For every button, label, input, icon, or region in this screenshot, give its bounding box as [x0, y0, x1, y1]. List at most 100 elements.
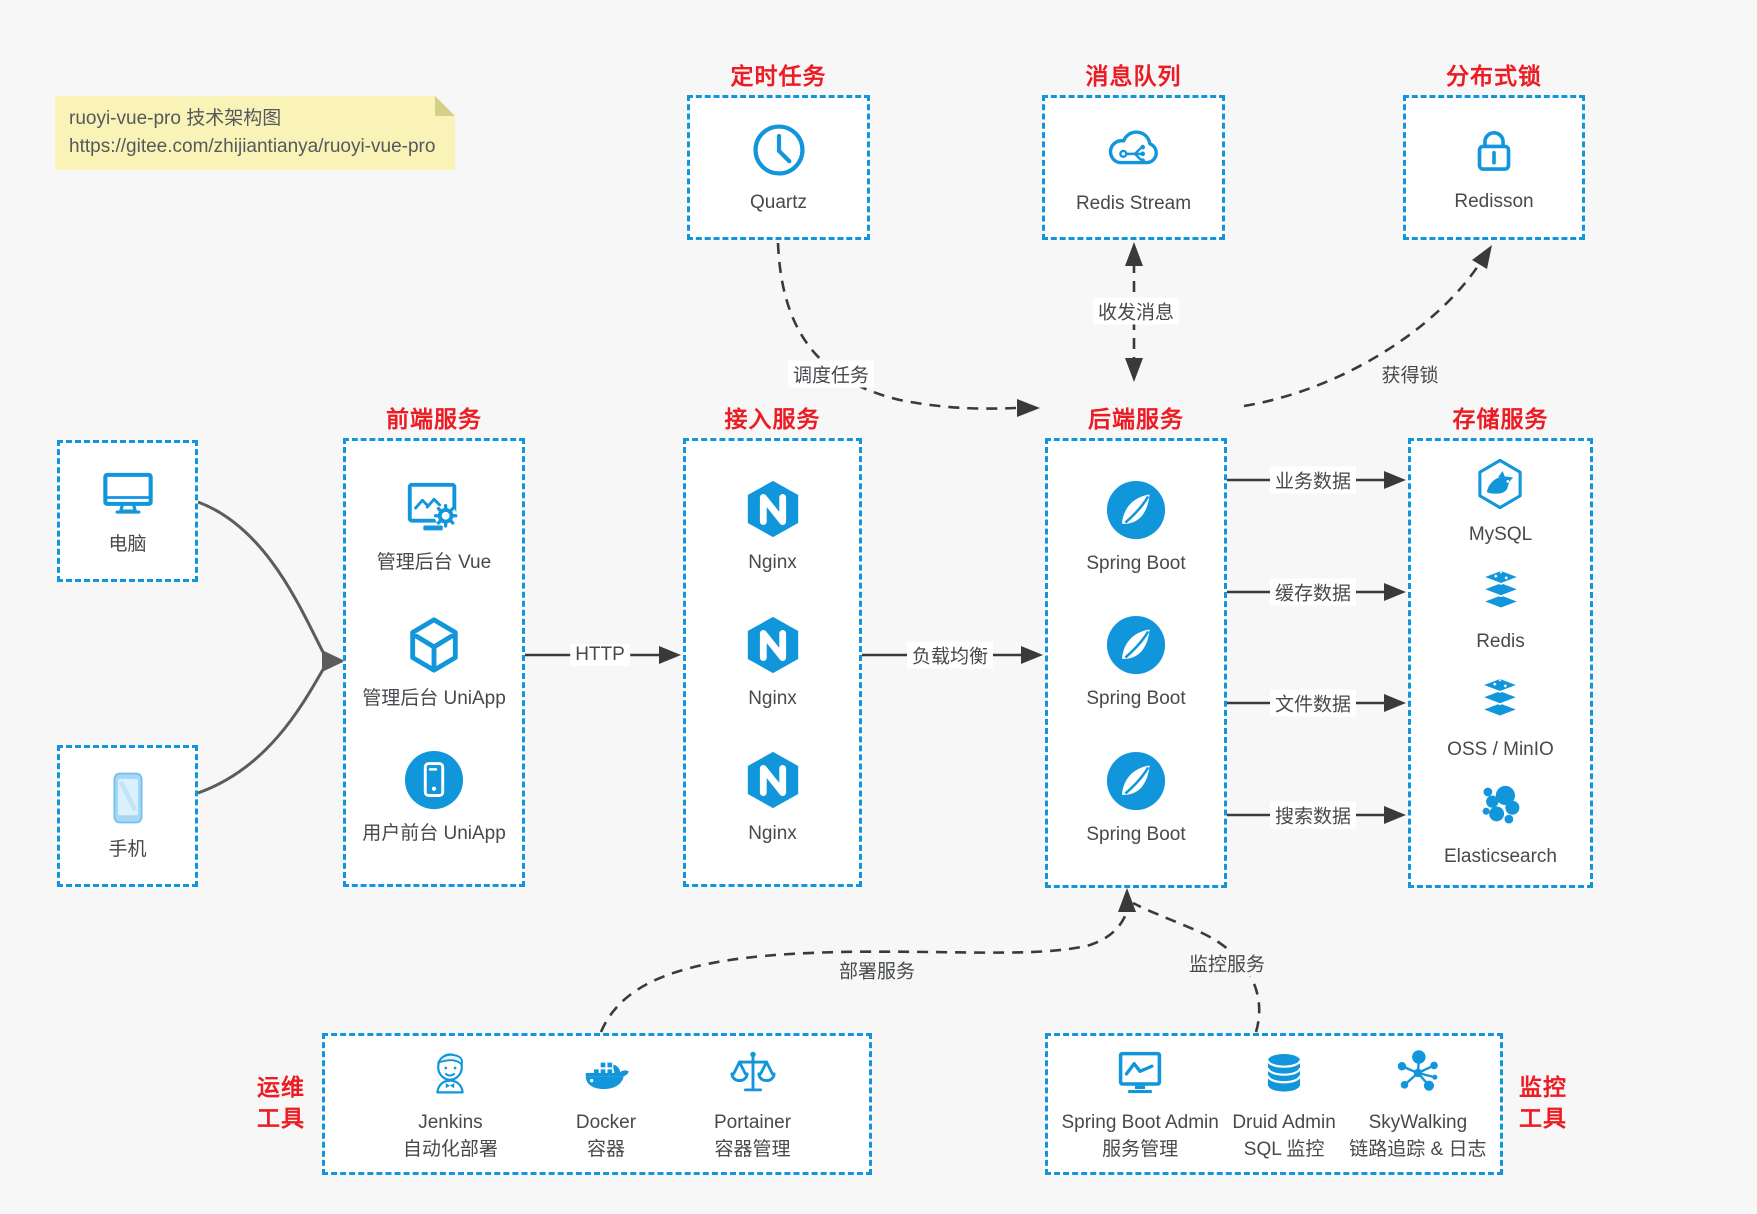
node-pc: 电脑	[99, 464, 157, 558]
node-spring-boot-2: Spring Boot	[1086, 614, 1186, 712]
edge-label-business-data: 业务数据	[1269, 466, 1357, 494]
group-frontend: 前端服务 管理后台 Vue 管理后台 UniApp 用户前台 UniApp	[343, 406, 525, 887]
edge-pc-to-frontend	[197, 500, 327, 657]
node-label: Spring Boot	[1086, 688, 1186, 709]
oss-stack-icon	[1472, 671, 1528, 727]
node-label: Druid Admin	[1232, 1111, 1336, 1133]
edge-monitor	[1132, 901, 1261, 1033]
arrowhead-deploy-monitor	[1118, 888, 1136, 912]
arrowhead-messages-up	[1125, 242, 1143, 266]
node-nginx-2: Nginx	[742, 614, 804, 712]
note-url: https://gitee.com/zhijiantianya/ruoyi-vu…	[69, 136, 436, 157]
edge-label-monitor: 监控服务	[1183, 949, 1271, 977]
nginx-icon	[742, 749, 804, 811]
node-label: Redisson	[1454, 190, 1534, 212]
node-label: Nginx	[748, 822, 797, 844]
edge-label-messages: 收发消息	[1092, 297, 1180, 325]
node-admin-vue: 管理后台 Vue	[377, 478, 491, 576]
node-label: 手机	[108, 839, 147, 860]
nginx-icon	[742, 614, 804, 676]
node-label: Spring Boot Admin	[1061, 1111, 1219, 1133]
redis-stack-icon	[1473, 563, 1529, 619]
node-label: MySQL	[1468, 524, 1533, 546]
arrowhead-devices	[322, 650, 345, 672]
group-monitor-tools: Spring Boot Admin 服务管理 Druid Admin SQL 监…	[1045, 1033, 1503, 1175]
node-label: 管理后台 Vue	[376, 552, 492, 574]
jenkins-icon	[423, 1046, 477, 1100]
edge-label-file-data: 文件数据	[1269, 689, 1357, 717]
mq-cloud-icon	[1102, 119, 1164, 181]
spring-boot-icon	[1105, 750, 1167, 812]
node-spring-boot-admin: Spring Boot Admin 服务管理	[1061, 1046, 1219, 1163]
node-redisson: Redisson	[1454, 121, 1534, 215]
group-distributed-lock: 分布式锁 Redisson	[1403, 63, 1585, 240]
desktop-icon	[99, 464, 157, 522]
arrowhead-http	[659, 646, 681, 664]
node-sublabel: 容器	[586, 1138, 625, 1160]
node-redis-stream: Redis Stream	[1076, 119, 1191, 217]
elasticsearch-icon	[1473, 778, 1529, 834]
spring-boot-icon	[1105, 614, 1167, 676]
group-backend: 后端服务 Spring Boot Spring Boot Spring Boot	[1045, 406, 1227, 888]
edge-schedule	[776, 242, 1017, 410]
node-nginx-1: Nginx	[742, 478, 804, 576]
spring-boot-admin-icon	[1113, 1046, 1167, 1100]
arrowhead-search	[1384, 806, 1406, 824]
arrowhead-cache	[1384, 583, 1406, 601]
node-label: Quartz	[749, 191, 808, 213]
node-elasticsearch: Elasticsearch	[1444, 778, 1557, 870]
node-label: 管理后台 UniApp	[362, 687, 506, 709]
arrowhead-file	[1384, 694, 1406, 712]
node-label: Nginx	[748, 552, 797, 574]
clock-icon	[749, 120, 809, 180]
node-sublabel: 容器管理	[714, 1138, 791, 1160]
node-nginx-3: Nginx	[742, 749, 804, 847]
edge-acquire-lock	[1243, 262, 1482, 408]
node-skywalking: SkyWalking 链路追踪 & 日志	[1349, 1046, 1487, 1163]
group-scheduled-tasks: 定时任务 Quartz	[687, 63, 870, 240]
node-label: Jenkins	[418, 1111, 483, 1133]
edge-label-search-data: 搜索数据	[1269, 801, 1357, 829]
node-spring-boot-3: Spring Boot	[1086, 750, 1186, 848]
portainer-icon	[726, 1046, 780, 1100]
sticky-note: ruoyi-vue-pro 技术架构图 https://gitee.com/zh…	[55, 96, 455, 170]
node-label: Elasticsearch	[1444, 845, 1557, 867]
edge-label-deploy: 部署服务	[833, 956, 921, 984]
node-label: SkyWalking	[1368, 1111, 1468, 1133]
arrowhead-business	[1384, 471, 1406, 489]
node-label: 用户前台 UniApp	[362, 822, 506, 844]
node-phone: 手机	[99, 769, 157, 863]
node-label: OSS / MinIO	[1447, 738, 1554, 760]
group-storage: 存储服务 MySQL Redis OSS / MinIO Elasticsear…	[1408, 406, 1593, 888]
ops-tools-side-label: 运维 工具	[257, 1074, 305, 1131]
node-admin-uniapp: 管理后台 UniApp	[362, 614, 506, 712]
node-sublabel: 链路追踪 & 日志	[1349, 1138, 1487, 1160]
arrowhead-load-balance	[1021, 646, 1043, 664]
node-portainer: Portainer 容器管理	[714, 1046, 791, 1163]
node-spring-boot-1: Spring Boot	[1086, 479, 1186, 577]
group-pc: 电脑	[57, 440, 198, 582]
node-sublabel: 服务管理	[1102, 1138, 1179, 1160]
note-title: ruoyi-vue-pro 技术架构图	[69, 108, 282, 129]
group-title: 存储服务	[1452, 406, 1549, 432]
druid-icon	[1257, 1046, 1311, 1100]
node-druid-admin: Druid Admin SQL 监控	[1232, 1046, 1336, 1163]
node-jenkins: Jenkins 自动化部署	[403, 1046, 498, 1163]
edge-deploy	[599, 913, 1128, 1033]
group-title: 消息队列	[1085, 63, 1182, 89]
node-redis: Redis	[1473, 563, 1529, 655]
arrowhead-messages-down	[1125, 358, 1143, 382]
node-label: 电脑	[108, 534, 147, 555]
monitor-tools-side-label: 监控 工具	[1519, 1074, 1567, 1131]
edge-label-schedule: 调度任务	[787, 360, 875, 388]
node-sublabel: SQL 监控	[1243, 1138, 1325, 1160]
mobile-icon	[99, 769, 157, 827]
spring-boot-icon	[1105, 479, 1167, 541]
arrowhead-schedule	[1017, 399, 1040, 417]
node-sublabel: 自动化部署	[402, 1138, 498, 1160]
group-title: 前端服务	[386, 406, 482, 432]
node-quartz: Quartz	[749, 120, 809, 216]
group-message-queue: 消息队列 Redis Stream	[1042, 63, 1225, 240]
node-oss-minio: OSS / MinIO	[1447, 671, 1554, 763]
